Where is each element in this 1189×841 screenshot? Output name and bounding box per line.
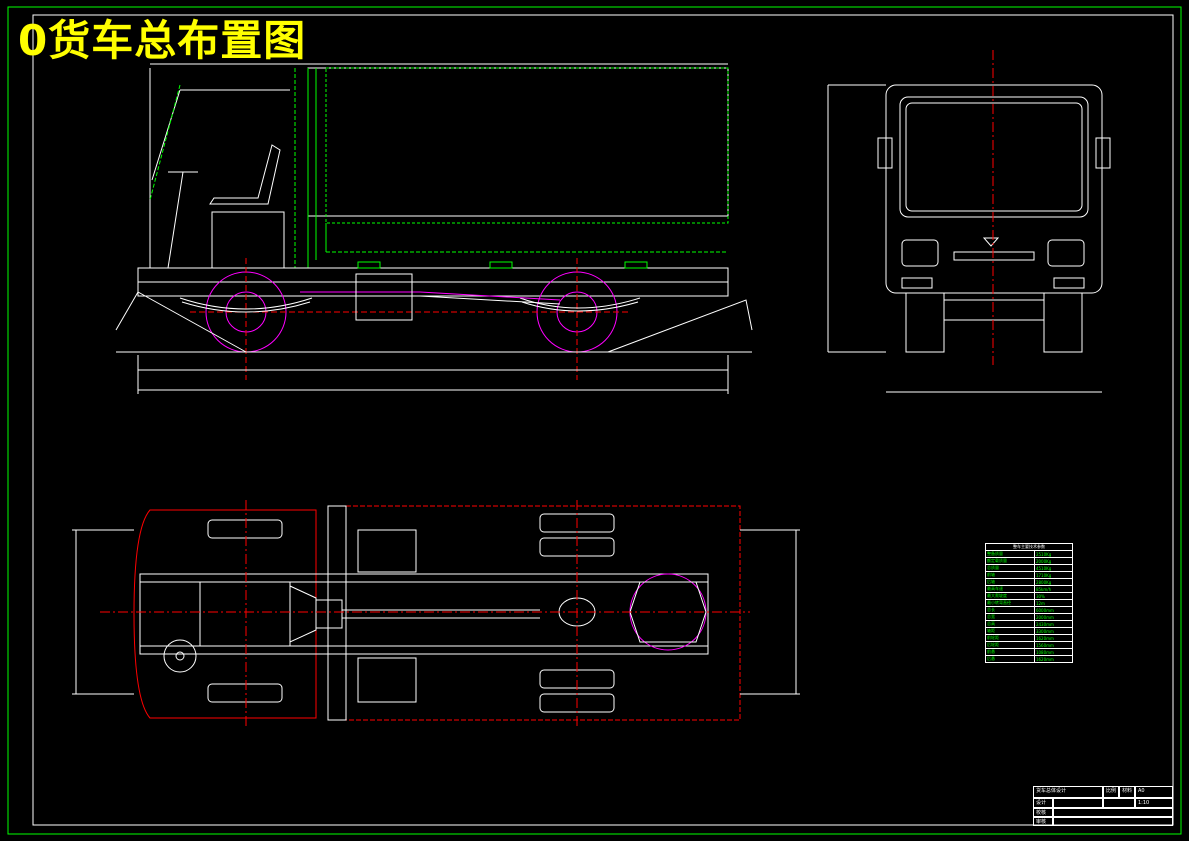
outer-border [7,6,1182,835]
title-block: 货车总体设计 比例 材料 A0 设计 1:10 校核 审核 [1033,786,1173,826]
side-view [115,63,753,394]
title-block-row-design: 设计 [1033,798,1053,808]
top-view [72,500,800,726]
title-block-scale-label: 比例 [1103,786,1119,798]
title-block-sheet: A0 [1135,786,1173,798]
title-block-scale: 1:10 [1135,798,1173,808]
title-block-row-check: 校核 [1033,808,1053,817]
title-block-row-approve: 审核 [1033,817,1053,826]
title-block-material-label: 材料 [1119,786,1135,798]
inner-border [32,14,1174,826]
drawing-title: 0货车总布置图 [18,16,307,65]
front-view [827,50,1111,393]
title-block-name: 货车总体设计 [1033,786,1103,798]
spec-table-caption: 整车主要技术参数 [985,543,1073,551]
